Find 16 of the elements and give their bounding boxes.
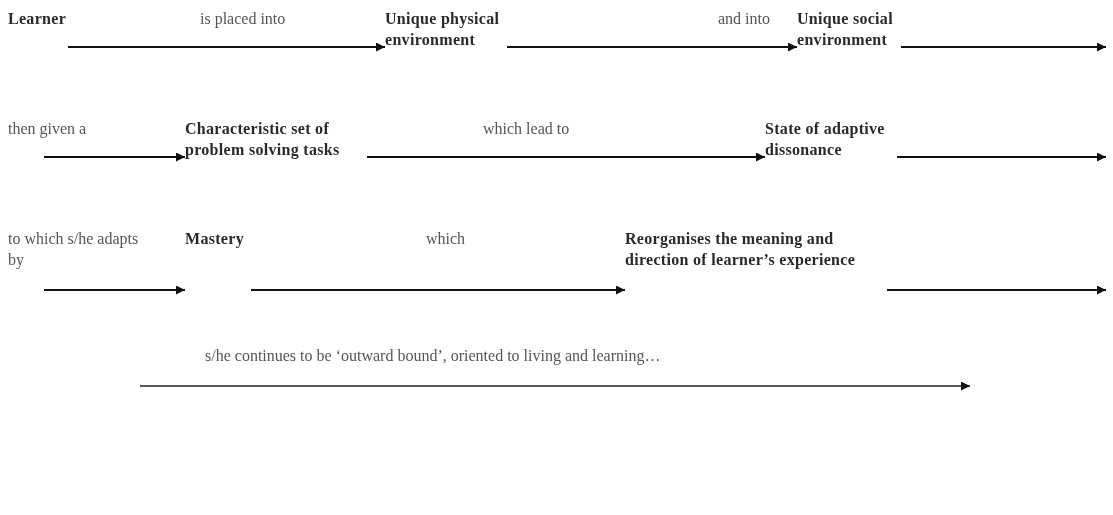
concept-text: Unique physical environment: [385, 8, 507, 56]
concept-text: State of adaptive dissonance: [765, 118, 897, 166]
arrow: [366, 152, 766, 162]
concept-text: Mastery: [185, 228, 251, 296]
concept-text: Learner: [8, 8, 68, 56]
concept-text: Unique social environment: [797, 8, 901, 56]
arrow: [900, 42, 1107, 52]
concept-text: Characteristic set of problem solving tasks: [185, 118, 367, 166]
arrow: [250, 285, 626, 295]
arrow: [886, 285, 1107, 295]
arrow: [896, 152, 1107, 162]
arrow: [67, 42, 386, 52]
arrow: [43, 285, 186, 295]
arrow: [506, 42, 798, 52]
arrow: [43, 152, 186, 162]
concept-text: Reorganises the meaning and direction of learner’s experience: [625, 228, 887, 296]
